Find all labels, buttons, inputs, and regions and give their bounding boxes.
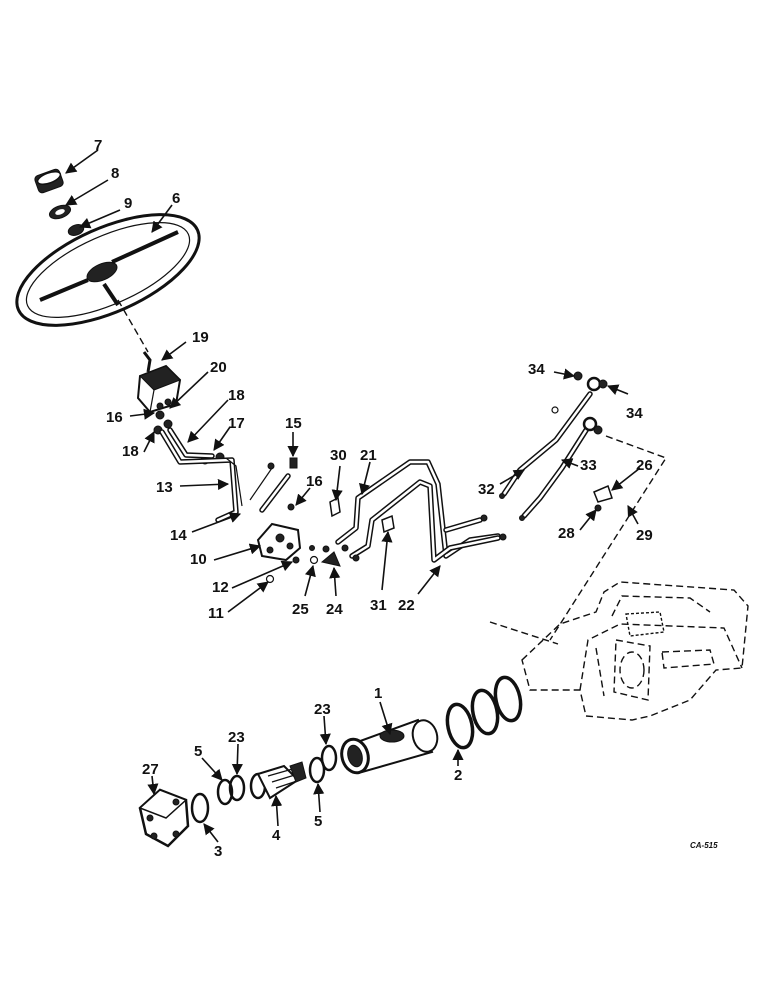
callout-21: 21 <box>360 447 377 464</box>
callout-20: 20 <box>210 359 227 376</box>
seal-rings-2 <box>445 675 523 750</box>
callout-5-left: 5 <box>194 743 202 760</box>
callout-2: 2 <box>454 767 462 784</box>
callout-15: 15 <box>285 415 302 432</box>
valve-tubes <box>159 427 291 523</box>
callout-26: 26 <box>636 457 653 474</box>
callout-18-left: 18 <box>122 443 139 460</box>
callout-14: 14 <box>170 527 187 544</box>
callout-34-left: 34 <box>528 361 545 378</box>
callout-10: 10 <box>190 551 207 568</box>
piston-4 <box>249 761 307 800</box>
callout-7: 7 <box>94 137 102 154</box>
callout-23-left: 23 <box>228 729 245 746</box>
callout-12: 12 <box>212 579 229 596</box>
axle-housing <box>521 581 749 721</box>
callout-19: 19 <box>192 329 209 346</box>
callout-31: 31 <box>370 597 387 614</box>
wheel-center-line <box>117 299 149 353</box>
callout-13: 13 <box>156 479 173 496</box>
callout-25: 25 <box>292 601 309 618</box>
callout-6: 6 <box>172 190 180 207</box>
callout-18-right: 18 <box>228 387 245 404</box>
callout-29: 29 <box>636 527 653 544</box>
callout-30: 30 <box>330 447 347 464</box>
small-fittings-15 <box>267 457 298 511</box>
fittings-24-30-31 <box>320 496 395 567</box>
control-valve <box>256 522 302 562</box>
callout-11: 11 <box>208 605 224 622</box>
callout-1: 1 <box>374 685 382 702</box>
wheel-washer <box>48 204 72 220</box>
callout-32: 32 <box>478 481 495 498</box>
end-cap-27 <box>138 788 190 848</box>
cylinder-sleeve <box>340 718 439 775</box>
callout-3: 3 <box>214 843 222 860</box>
drawing-code: CA-515 <box>690 841 718 850</box>
callout-16-upper: 16 <box>106 409 123 426</box>
callout-23-right: 23 <box>314 701 331 718</box>
callout-27: 27 <box>142 761 159 778</box>
leader-lines <box>65 149 641 843</box>
orings-5-23 <box>190 744 338 824</box>
wheel-nut <box>34 168 64 194</box>
callout-22: 22 <box>398 597 415 614</box>
callout-16-lower: 16 <box>306 473 323 490</box>
callout-28: 28 <box>558 525 575 542</box>
steering-valve <box>136 351 182 414</box>
callout-33: 33 <box>580 457 597 474</box>
cylinder-tubes-32-33 <box>499 371 608 521</box>
callout-34-right: 34 <box>626 405 643 422</box>
callouts: 7 8 9 6 19 20 16 18 18 17 15 13 14 16 10… <box>94 137 653 860</box>
long-tubes-21-22 <box>335 459 507 563</box>
bracket-26-28 <box>593 484 613 512</box>
callout-5-right: 5 <box>314 813 322 830</box>
reference-line-housing <box>489 621 559 645</box>
small-orings-11-12-25 <box>265 545 319 584</box>
callout-9: 9 <box>124 195 132 212</box>
callout-24: 24 <box>326 601 343 618</box>
callout-4: 4 <box>272 827 281 844</box>
callout-17: 17 <box>228 415 245 432</box>
callout-8: 8 <box>111 165 119 182</box>
steering-wheel <box>15 213 201 327</box>
